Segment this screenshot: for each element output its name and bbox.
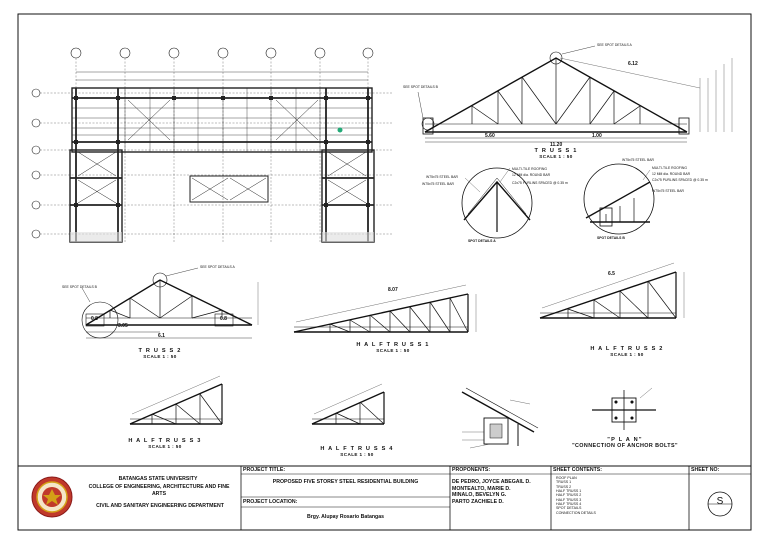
dim-half2-top: 6.5 [608,271,615,277]
truss-2-drawing [81,267,259,339]
plan-marker-icon [337,127,343,133]
callout-round-bar-a: 12 MM dia. ROUND BAR [512,173,551,177]
department-name: CIVIL AND SANITARY ENGINEERING DEPARTMEN… [96,503,224,509]
project-title: PROPOSED FIVE STOREY STEEL RESIDENTIAL B… [272,479,419,485]
project-title-label: PROJECT TITLE: [243,467,286,473]
callout-see-spot-a: SEE SPOT DETAILS A [597,43,632,47]
proponents-list: DE PEDRO, JOYCE ABEGAIL D. MONTEALTO, MA… [452,479,550,505]
grid-bubbles-left [31,88,41,239]
proponent-1: DE PEDRO, JOYCE ABEGAIL D. [452,479,531,485]
proponent-4: PARTO ZACHIELE D. [452,498,504,505]
sheet-content-item: HALF TRUSS 2 [556,493,582,498]
dim-half1-top: 8.07 [388,287,398,293]
dim-truss1-span: 11.20 [550,142,563,148]
callout-round-bar-b: 12 MM dia. ROUND BAR [652,172,691,176]
spot-detail-a [461,167,533,239]
anchor-plan-title: "P L A N""CONNECTION OF ANCHOR BOLTS" [572,437,678,450]
half-truss-1-drawing [293,284,477,333]
callout-roofing-b: MULTI-TILE ROOFING [652,166,687,170]
sheet-content-item: HALF TRUSS 1 [556,488,582,493]
callout-steel-bar-b: W75x75 STEEL BAR [622,158,654,162]
callout-steel-bar-a2: W75x75 STEEL BAR [422,182,454,186]
callout-truss2-spot-a: SEE SPOT DETAILS A [200,265,235,269]
half-truss-3-drawing [129,375,223,425]
callout-roofing-a: MULTI-TILE ROOFING [512,167,547,171]
sheet-contents-label: SHEET CONTENTS: [553,467,602,473]
sheet-content-item: HALF TRUSS 4 [556,501,582,506]
connection-section-drawing [461,387,539,449]
dim-truss2-span: 6.1 [158,333,165,339]
roof-plan [31,47,392,243]
callout-purlins-b: C2x75 PURLINS SPACED @ 0.35 m [652,178,708,182]
spot-detail-b [583,163,655,235]
title-block [17,465,752,531]
university-name: BATANGAS STATE UNIVERSITY [118,476,198,482]
college-name: COLLEGE OF ENGINEERING, ARCHITECTURE AND… [88,484,230,497]
sheet-content-item: ROOF PLAN [556,476,577,480]
truss-1-drawing [417,45,733,143]
dim-truss1-seg1: 5.60 [485,133,495,139]
university-seal-icon [31,476,73,518]
callout-truss2-spot-b: SEE SPOT DETAILS B [62,285,97,289]
dim-truss1-seg2: 1.00 [592,133,602,139]
sheet-contents-list: ROOF PLAN TRUSS 1 TRUSS 2 HALF TRUSS 1 H… [556,476,686,515]
sheet-content-item: CONNECTION DETAILS [556,510,596,515]
dim-truss2-b: 0.8 [220,316,227,322]
project-location-label: PROJECT LOCATION: [243,499,298,505]
dim-truss1-top: 6.12 [628,61,638,67]
spot-a-label: SPOT DETAILS A [468,239,496,243]
callout-see-spot-b: SEE SPOT DETAILS B [403,85,438,89]
sheet-content-item: TRUSS 1 [556,480,572,485]
half-truss-2-drawing [539,262,685,319]
sheet-content-item: SPOT DETAILS [556,506,582,511]
proponent-2: MONTEALTO, MARIE D. [452,485,511,492]
half-truss-4-drawing [311,383,385,425]
spot-b-label: SPOT DETAILS B [597,236,625,240]
dim-truss2-left: 3.05 [118,323,128,329]
callout-steel-bar-a: W75x75 STEEL BAR [426,175,458,179]
callout-steel-bar-b2: W75x75 STEEL BAR [652,189,684,193]
anchor-bolt-plan-drawing [592,387,656,430]
callout-purlins-a: C2x75 PURLINS SPACED @ 0.35 m [512,181,568,185]
sheet-content-item: HALF TRUSS 3 [556,497,582,502]
proponents-label: PROPONENTS: [452,467,491,473]
project-location: Brgy. Alupay Rosario Batangas [307,514,384,520]
proponent-3: MINALO, BEVELYN G. [452,492,507,498]
sheet-no-label: SHEET NO: [691,467,720,473]
sheet-number: S [716,496,724,507]
dim-truss2-a: 0.8 [91,316,98,322]
sheet-content-item: TRUSS 2 [556,484,572,489]
grid-bubbles-top [70,47,374,59]
